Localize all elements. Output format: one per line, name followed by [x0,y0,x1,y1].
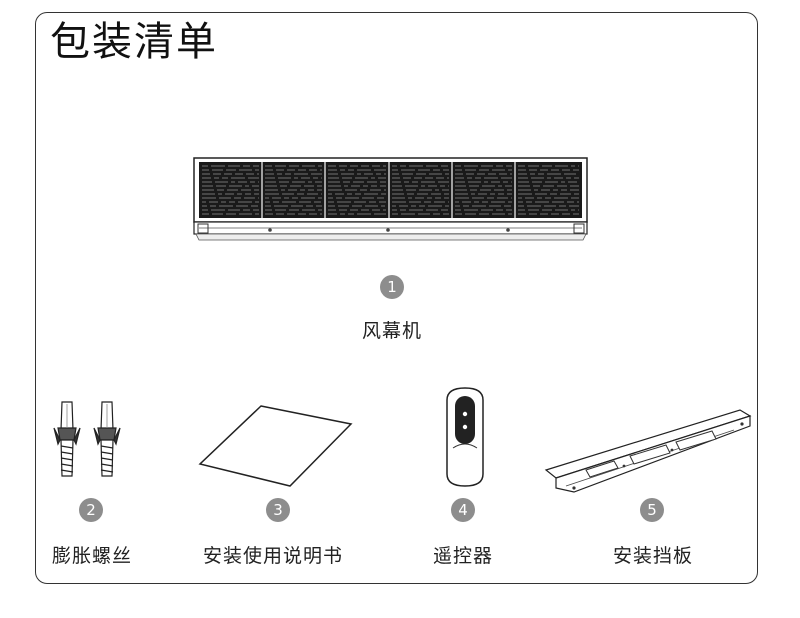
remote-control-icon [446,387,484,487]
page-title: 包装清单 [50,19,218,65]
item-4-label: 遥控器 [432,545,494,567]
expansion-screw-icon [53,401,121,477]
packing-list-frame [35,12,758,584]
manual-icon [198,405,353,487]
item-3-number-badge: 3 [266,498,290,522]
item-1-label: 风幕机 [361,320,423,342]
item-2-number-badge: 2 [79,498,103,522]
mounting-plate-icon [544,409,752,493]
item-4-number-badge: 4 [451,498,475,522]
item-1-number-badge: 1 [380,275,404,299]
item-3-label: 安装使用说明书 [202,545,344,567]
item-2-label: 膨胀螺丝 [51,545,133,567]
air-curtain-icon [193,157,588,241]
item-5-label: 安装挡板 [612,545,694,567]
item-5-number-badge: 5 [640,498,664,522]
